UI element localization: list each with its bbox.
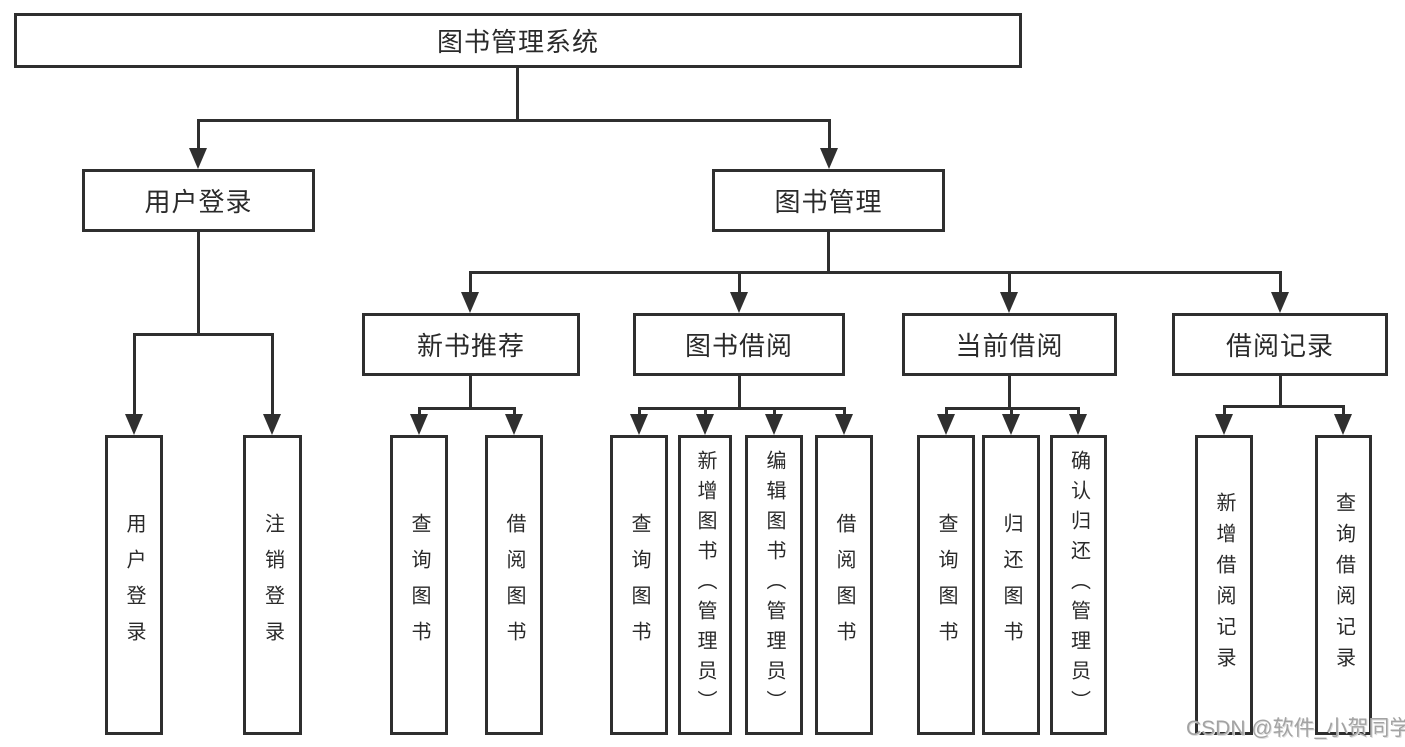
leaf-borrow-books-recommend: 借阅图书 — [485, 435, 543, 735]
connector-line — [843, 407, 846, 418]
connector-line — [516, 68, 519, 122]
leaf-add-borrow-record: 新增借阅记录 — [1195, 435, 1253, 735]
arrow-down-icon — [189, 148, 207, 169]
node-borrow-records: 借阅记录 — [1172, 313, 1388, 376]
node-label: 当前借阅 — [955, 331, 1064, 361]
node-new-book-recommend: 新书推荐 — [362, 313, 580, 376]
node-label: 用户登录 — [144, 187, 253, 217]
connector-line — [1223, 405, 1345, 408]
connector-line — [418, 407, 516, 410]
leaf-query-books-current: 查询图书 — [917, 435, 975, 735]
arrow-down-icon — [1000, 292, 1018, 313]
leaf-label: 查询图书 — [935, 513, 957, 657]
leaf-label: 新增图书（管理员） — [694, 450, 716, 720]
connector-line — [945, 407, 948, 418]
connector-line — [827, 232, 830, 274]
leaf-query-books-recommend: 查询图书 — [390, 435, 448, 735]
connector-line — [704, 407, 707, 418]
arrow-down-icon — [1271, 292, 1289, 313]
arrow-down-icon — [835, 414, 853, 435]
node-label: 新书推荐 — [416, 331, 525, 361]
connector-line — [638, 407, 846, 410]
leaf-return-books: 归还图书 — [982, 435, 1040, 735]
leaf-label: 查询图书 — [628, 513, 650, 657]
connector-line — [469, 376, 472, 410]
arrow-down-icon — [630, 414, 648, 435]
arrow-down-icon — [765, 414, 783, 435]
node-library-system: 图书管理系统 — [14, 13, 1022, 68]
connector-line — [513, 407, 516, 418]
leaf-add-books-admin: 新增图书（管理员） — [678, 435, 732, 735]
connector-line — [773, 407, 776, 418]
arrow-down-icon — [125, 414, 143, 435]
connector-line — [1342, 405, 1345, 418]
connector-line — [271, 333, 274, 417]
arrow-down-icon — [1069, 414, 1087, 435]
leaf-label: 借阅图书 — [833, 513, 855, 657]
arrow-down-icon — [1002, 414, 1020, 435]
leaf-confirm-return-admin: 确认归还（管理员） — [1050, 435, 1107, 735]
connector-line — [469, 271, 472, 295]
node-label: 图书管理 — [774, 187, 883, 217]
csdn-watermark: CSDN @软件_小贺同学 — [1186, 717, 1405, 740]
leaf-borrow-books-borrowing: 借阅图书 — [815, 435, 873, 735]
leaf-label: 借阅图书 — [503, 513, 525, 657]
leaf-label: 归还图书 — [1000, 513, 1022, 657]
connector-line — [1279, 376, 1282, 408]
connector-line — [1077, 407, 1080, 418]
arrow-down-icon — [696, 414, 714, 435]
leaf-label: 查询借阅记录 — [1332, 492, 1355, 678]
connector-line — [1008, 271, 1011, 295]
connector-line — [638, 407, 641, 418]
node-user-login: 用户登录 — [82, 169, 315, 232]
leaf-label: 新增借阅记录 — [1213, 492, 1235, 678]
leaf-query-borrow-record: 查询借阅记录 — [1315, 435, 1372, 735]
arrow-down-icon — [1215, 414, 1233, 435]
leaf-user-login: 用户登录 — [105, 435, 163, 735]
arrow-down-icon — [410, 414, 428, 435]
arrow-down-icon — [1334, 414, 1352, 435]
node-current-borrowing: 当前借阅 — [902, 313, 1117, 376]
leaf-logout: 注销登录 — [243, 435, 302, 735]
connector-line — [469, 271, 1282, 274]
connector-line — [197, 119, 200, 151]
connector-line — [1008, 376, 1011, 410]
node-label: 图书管理系统 — [436, 27, 599, 57]
node-label: 借阅记录 — [1225, 331, 1334, 361]
connector-line — [1279, 271, 1282, 295]
leaf-label: 确认归还（管理员） — [1067, 450, 1090, 720]
connector-line — [738, 271, 741, 295]
arrow-down-icon — [263, 414, 281, 435]
arrow-down-icon — [461, 292, 479, 313]
connector-line — [828, 119, 831, 151]
connector-line — [197, 232, 200, 336]
connector-line — [1223, 405, 1226, 418]
leaf-label: 用户登录 — [123, 513, 145, 657]
leaf-label: 注销登录 — [261, 513, 284, 657]
arrow-down-icon — [820, 148, 838, 169]
leaf-query-books-borrowing: 查询图书 — [610, 435, 668, 735]
connector-line — [1010, 407, 1013, 418]
connector-line — [133, 333, 136, 417]
node-book-management: 图书管理 — [712, 169, 945, 232]
leaf-label: 编辑图书（管理员） — [763, 450, 785, 720]
leaf-edit-books-admin: 编辑图书（管理员） — [745, 435, 803, 735]
arrow-down-icon — [937, 414, 955, 435]
leaf-label: 查询图书 — [408, 513, 430, 657]
arrow-down-icon — [505, 414, 523, 435]
connector-line — [133, 333, 273, 336]
connector-line — [738, 376, 741, 410]
node-book-borrowing: 图书借阅 — [633, 313, 845, 376]
arrow-down-icon — [730, 292, 748, 313]
connector-line — [197, 119, 831, 122]
node-label: 图书借阅 — [684, 331, 793, 361]
connector-line — [418, 407, 421, 418]
